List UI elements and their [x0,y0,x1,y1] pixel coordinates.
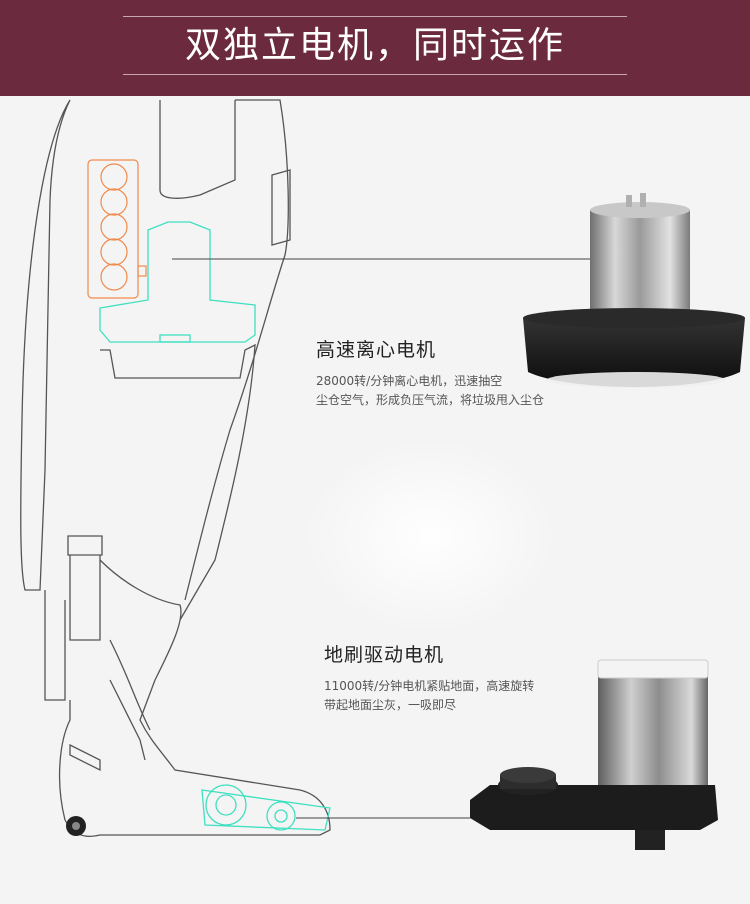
title-banner: 双独立电机，同时运作 [0,0,750,96]
brush-motor-outline [201,784,331,831]
diagram-canvas: 高速离心电机 28000转/分钟离心电机，迅速抽空 尘仓空气，形成负压气流，将垃… [0,96,750,904]
banner-title: 双独立电机，同时运作 [184,25,565,66]
centrifugal-desc-line-1: 28000转/分钟离心电机，迅速抽空 [316,374,503,388]
vacuum-diagram [20,99,745,850]
centrifugal-motor-heading: 高速离心电机 [316,339,437,361]
brush-motor-image [470,659,718,850]
wheel [66,816,86,836]
banner-rule-top [123,16,627,17]
centrifugal-desc-line-2: 尘仓空气，形成负压气流，将垃圾甩入尘仓 [316,393,545,407]
centrifugal-motor-image [523,193,745,388]
centrifugal-motor-outline [99,221,256,343]
centrifugal-motor-label: 高速离心电机 28000转/分钟离心电机，迅速抽空 尘仓空气，形成负压气流，将垃… [316,336,616,410]
brush-motor-heading: 地刷驱动电机 [324,644,445,666]
background-glow [300,436,560,636]
brush-desc-line-1: 11000转/分钟电机紧贴地面，高速旋转 [324,679,535,693]
centrifugal-motor-description: 28000转/分钟离心电机，迅速抽空 尘仓空气，形成负压气流，将垃圾甩入尘仓 [316,372,616,410]
brush-motor-description: 11000转/分钟电机紧贴地面，高速旋转 带起地面尘灰，一吸即尽 [324,677,624,715]
brush-desc-line-2: 带起地面尘灰，一吸即尽 [324,698,457,712]
banner-rule-bottom [123,74,627,75]
vacuum-outline [20,99,331,837]
battery-pack [87,159,147,299]
brush-motor-label: 地刷驱动电机 11000转/分钟电机紧贴地面，高速旋转 带起地面尘灰，一吸即尽 [324,641,624,715]
